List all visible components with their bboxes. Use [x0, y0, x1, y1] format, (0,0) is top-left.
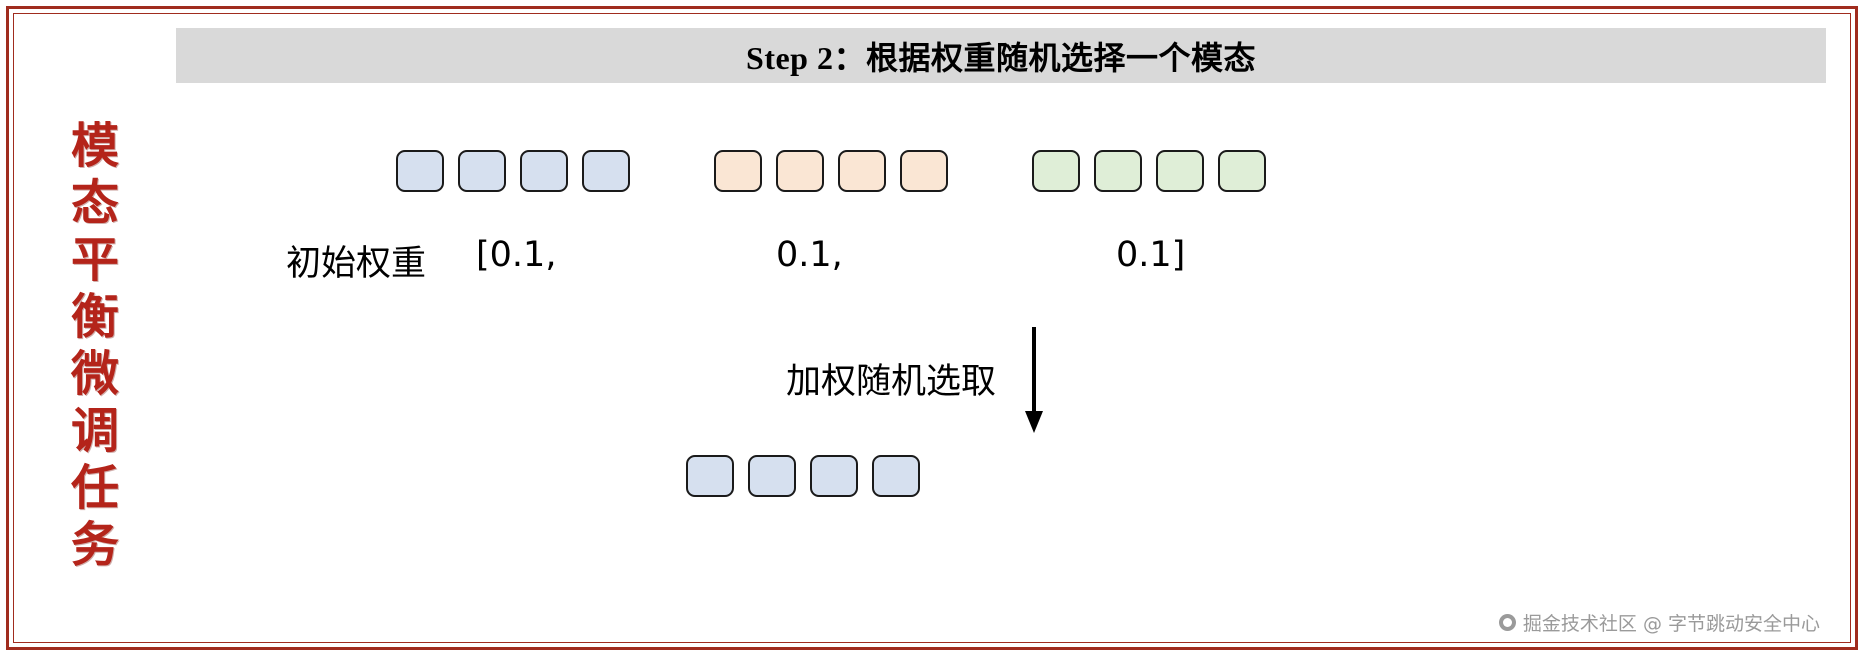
vertical-label-char: 态 [70, 177, 119, 230]
watermark-text: 掘金技术社区 @ 字节跳动安全中心 [1522, 613, 1820, 635]
modality-token-box [1156, 150, 1204, 192]
modality-token-box [748, 455, 796, 497]
modality-token-box [776, 150, 824, 192]
weight-value-green: 0.1] [1116, 235, 1186, 275]
modality-token-box [1032, 150, 1080, 192]
modality-group-blue [396, 150, 630, 192]
modality-token-box [872, 455, 920, 497]
weighted-random-selection-step: 加权随机选取 [556, 325, 1256, 445]
modality-token-box [520, 150, 568, 192]
modality-token-box [396, 150, 444, 192]
slide-frame-inner-border [13, 13, 1851, 643]
vertical-label-char: 务 [70, 519, 119, 572]
modality-token-box [1094, 150, 1142, 192]
title-bar: Step 2：根据权重随机选择一个模态 [176, 28, 1826, 83]
selected-modality-token-row [686, 455, 920, 497]
weight-value-peach: 0.1, [776, 235, 843, 275]
watermark: 掘金技术社区 @ 字节跳动安全中心 [1498, 609, 1820, 636]
vertical-label-char: 平 [70, 234, 119, 287]
weights-caption: 初始权重 [286, 244, 427, 284]
vertical-label-char: 模 [70, 120, 119, 173]
initial-weights-row: 初始权重 [0.1, 0.1, 0.1] [176, 235, 1826, 285]
down-arrow-icon [1025, 327, 1043, 433]
modality-token-box [458, 150, 506, 192]
vertical-label-char: 任 [70, 462, 119, 515]
modality-token-box [582, 150, 630, 192]
modality-group-peach [714, 150, 948, 192]
arrow-caption: 加权随机选取 [785, 362, 996, 402]
diagram-canvas: 初始权重 [0.1, 0.1, 0.1] 加权随机选取 [176, 95, 1826, 635]
modality-token-box [1218, 150, 1266, 192]
vertical-task-label: 模 态 平 衡 微 调 任 务 [62, 118, 128, 578]
modality-token-row [396, 150, 1266, 192]
page-title: Step 2：根据权重随机选择一个模态 [746, 39, 1256, 76]
modality-token-box [900, 150, 948, 192]
weight-value-blue: [0.1, [476, 235, 557, 275]
vertical-label-char: 调 [70, 405, 119, 458]
watermark-logo-icon [1498, 614, 1516, 631]
modality-token-box [714, 150, 762, 192]
selected-modality-group [686, 455, 920, 497]
slide-frame [6, 6, 1858, 650]
modality-token-box [810, 455, 858, 497]
modality-token-box [838, 150, 886, 192]
vertical-label-char: 微 [70, 348, 119, 401]
modality-group-green [1032, 150, 1266, 192]
vertical-label-char: 衡 [70, 291, 119, 344]
modality-token-box [686, 455, 734, 497]
